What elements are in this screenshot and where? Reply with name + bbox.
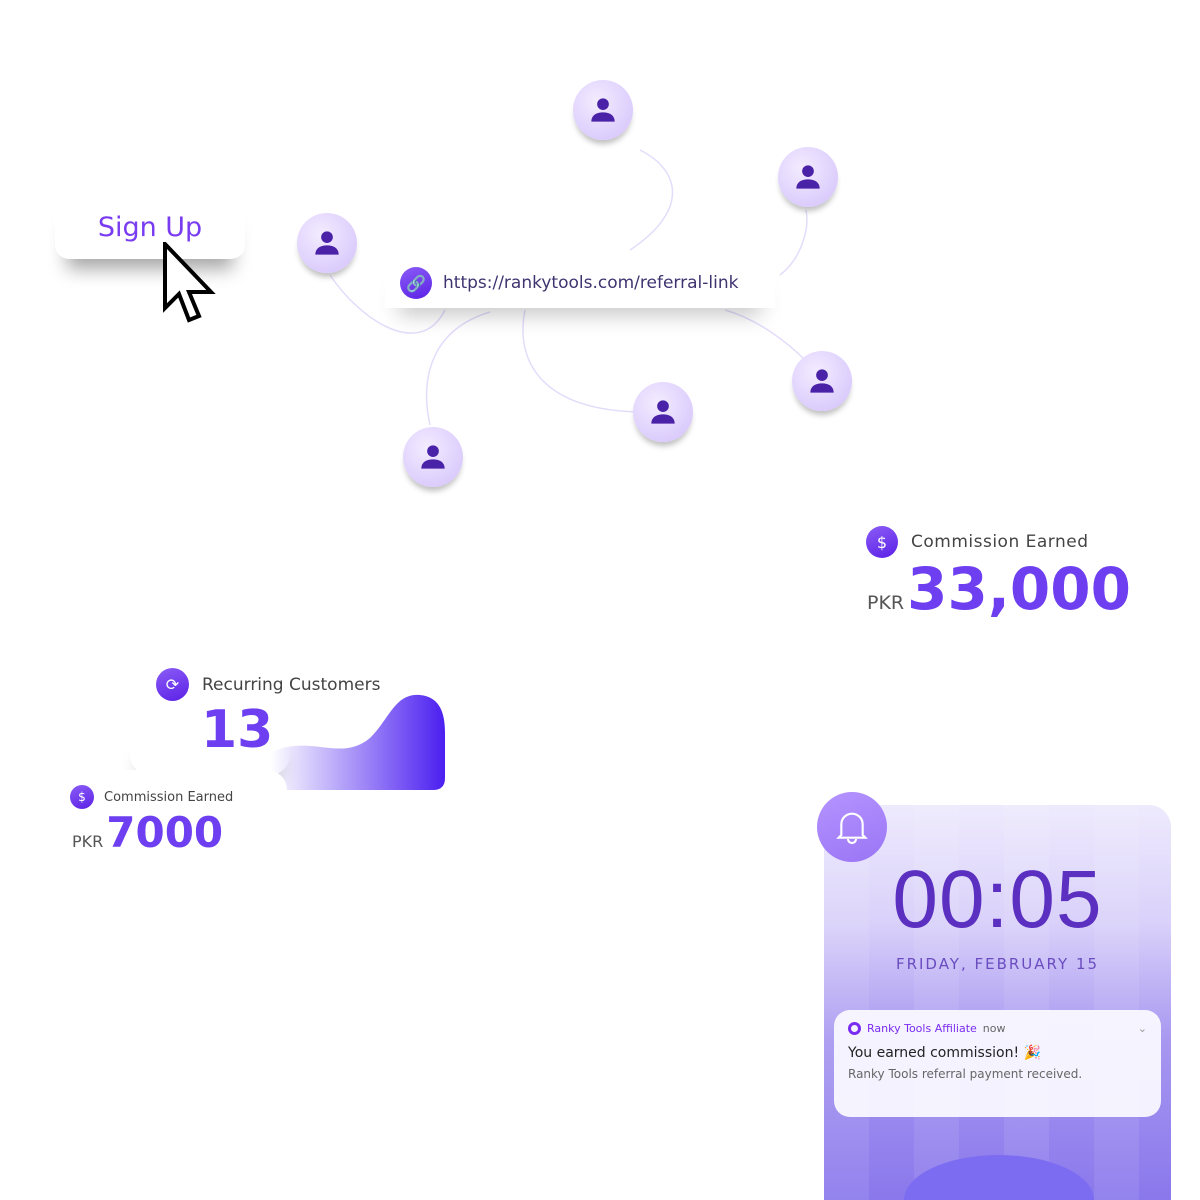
recurring-header: ⟳ Recurring Customers — [156, 668, 380, 701]
user-avatar — [297, 213, 357, 273]
lockscreen-date: FRIDAY, FEBRUARY 15 — [895, 955, 1100, 973]
notification-time: now — [982, 1022, 1006, 1035]
cursor-icon — [163, 242, 216, 323]
dollar-icon: $ — [70, 785, 94, 809]
notification-body: Ranky Tools referral payment received. — [848, 1067, 1083, 1081]
lockscreen-time: 00:05 — [892, 854, 1103, 945]
user-avatar — [403, 427, 463, 487]
recurring-count: 13 — [201, 700, 274, 760]
dollar-icon: $ — [866, 526, 898, 558]
user-icon — [421, 445, 445, 469]
notification-card[interactable]: Ranky Tools Affiliate now ⌄ You earned c… — [834, 1010, 1161, 1117]
user-icon — [796, 165, 820, 189]
user-avatar — [633, 382, 693, 442]
notification-app: Ranky Tools Affiliate — [867, 1022, 977, 1035]
chevron-down-icon[interactable]: ⌄ — [1137, 1022, 1147, 1035]
bell-icon — [836, 812, 868, 845]
wave-decoration — [270, 694, 445, 790]
user-icon — [651, 400, 675, 424]
currency: PKR — [867, 592, 905, 614]
app-icon — [848, 1022, 861, 1035]
user-icon — [810, 369, 834, 393]
commission-label: Commission Earned — [104, 789, 234, 805]
amount: 7000 — [106, 808, 224, 857]
user-avatar — [778, 147, 838, 207]
sign-up-label: Sign Up — [97, 211, 203, 243]
commission-small-header: $ Commission Earned — [70, 785, 233, 809]
user-icon — [591, 98, 615, 122]
bell-button[interactable] — [817, 792, 887, 862]
refresh-icon: ⟳ — [156, 668, 189, 701]
phone-lockscreen: 00:05 FRIDAY, FEBRUARY 15 Ranky Tools Af… — [824, 805, 1171, 1200]
sign-up-button[interactable]: Sign Up — [55, 195, 245, 259]
notification-title: You earned commission! 🎉 — [848, 1045, 1041, 1061]
commission-small-amount: PKR 7000 — [72, 808, 223, 857]
link-icon: 🔗 — [400, 267, 432, 299]
recurring-label: Recurring Customers — [202, 674, 381, 695]
referral-link-box[interactable]: 🔗 https://rankytools.com/referral-link — [385, 258, 775, 308]
referral-link-text: https://rankytools.com/referral-link — [443, 273, 739, 293]
amount: 33,000 — [907, 555, 1131, 623]
user-avatar — [792, 351, 852, 411]
commission-amount: PKR 33,000 — [867, 555, 1131, 623]
currency: PKR — [72, 832, 104, 851]
commission-label: Commission Earned — [911, 532, 1089, 552]
commission-earned-header: $ Commission Earned — [866, 526, 1089, 558]
user-avatar — [573, 80, 633, 140]
user-icon — [315, 231, 339, 255]
